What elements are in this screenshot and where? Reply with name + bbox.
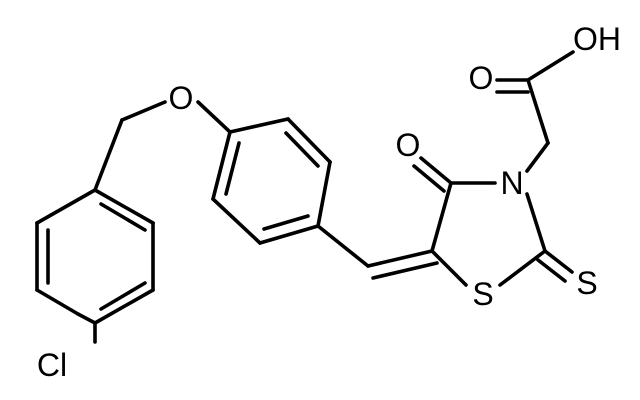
- bonds: [35, 50, 575, 344]
- ring-carbonyl-oxygen-label: O: [396, 127, 421, 163]
- bond: [366, 249, 434, 268]
- bond: [526, 50, 575, 82]
- bond: [228, 117, 290, 134]
- ring-sulfur-label: S: [472, 276, 493, 312]
- bond: [262, 214, 310, 231]
- bond: [371, 261, 439, 280]
- bond: [498, 249, 547, 287]
- bond: [258, 224, 320, 245]
- bond: [35, 288, 80, 316]
- bond: [526, 78, 550, 145]
- bond: [35, 188, 97, 225]
- ether-oxygen-label: O: [169, 80, 194, 116]
- bond: [419, 156, 453, 185]
- bond: [525, 192, 547, 253]
- bond: [430, 181, 453, 253]
- bond: [224, 141, 241, 196]
- thione-sulfur-label: S: [576, 265, 597, 301]
- bond: [211, 197, 262, 245]
- acid-hydroxyl-label: OH: [573, 21, 621, 57]
- bond: [76, 312, 97, 325]
- bond: [316, 224, 370, 268]
- chlorine-label: Cl: [37, 347, 67, 383]
- bond: [536, 258, 567, 283]
- bond: [99, 281, 147, 311]
- bond: [99, 202, 147, 232]
- ring-nitrogen-label: N: [500, 165, 523, 201]
- bond: [211, 130, 232, 201]
- bond: [196, 100, 232, 134]
- acid-carbonyl-oxygen-label: O: [469, 60, 494, 96]
- bond: [412, 164, 446, 193]
- bond: [284, 131, 320, 168]
- bond: [316, 160, 332, 228]
- bond: [543, 249, 574, 274]
- bond: [120, 100, 167, 122]
- bond: [430, 249, 468, 287]
- bond: [286, 117, 332, 164]
- bond: [525, 141, 550, 173]
- atom-labels: Cl O O N S S O OH: [37, 21, 621, 383]
- bond: [93, 118, 124, 192]
- bond: [93, 288, 155, 325]
- bond: [93, 188, 155, 225]
